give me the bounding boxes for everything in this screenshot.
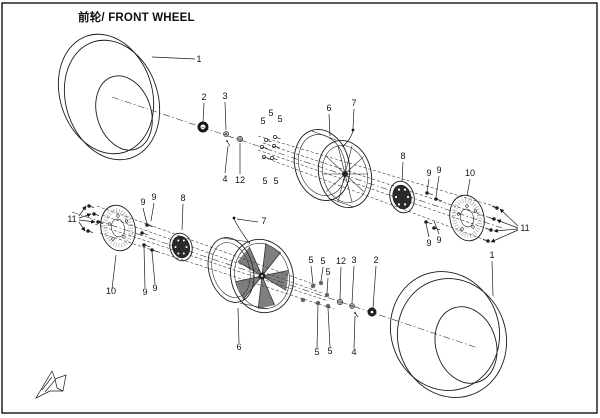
wheel-rim <box>293 128 373 208</box>
callout-9: 9 <box>151 192 156 202</box>
callout-9: 9 <box>426 168 431 178</box>
callout-5: 5 <box>277 114 282 124</box>
disc-bolts <box>482 206 499 243</box>
wheel-rim <box>207 216 294 314</box>
callout-lines <box>151 56 519 297</box>
brake-disc <box>100 204 136 252</box>
bottom-callout-labels: 11 9 9 8 10 9 9 7 5 5 5 12 3 2 6 5 5 4 <box>67 192 378 357</box>
callout-9: 9 <box>140 197 145 207</box>
castle-nut <box>223 131 229 137</box>
tire <box>389 271 508 398</box>
callout-12: 12 <box>235 175 245 185</box>
callout-1: 1 <box>489 250 494 260</box>
rim-spokes <box>235 243 289 309</box>
disc-bolts <box>86 204 104 233</box>
spoke-shading <box>235 243 289 309</box>
callout-9: 9 <box>436 235 441 245</box>
callout-5: 5 <box>262 176 267 186</box>
disc-bolt-holes <box>107 214 129 241</box>
callout-9: 9 <box>436 165 441 175</box>
hub-stud-bolts <box>140 223 159 253</box>
callout-5: 5 <box>273 176 278 186</box>
front-direction-icon <box>35 370 67 399</box>
callout-7: 7 <box>261 216 266 226</box>
callout-4: 4 <box>222 174 227 184</box>
callout-10: 10 <box>465 168 475 178</box>
top-wheel-assembly: 1 2 3 5 5 5 6 7 4 12 5 5 8 9 9 10 9 9 11… <box>57 33 530 297</box>
callout-11: 11 <box>520 223 529 233</box>
valve-stem <box>341 128 355 148</box>
wheel-hub <box>169 232 193 262</box>
washer <box>237 136 243 142</box>
callout-5: 5 <box>308 255 313 265</box>
callout-2: 2 <box>201 92 206 102</box>
callout-5: 5 <box>325 267 330 277</box>
callout-5: 5 <box>320 256 325 266</box>
callout-5: 5 <box>260 116 265 126</box>
callout-5: 5 <box>314 347 319 357</box>
rim-center-cap <box>342 171 348 177</box>
callout-3: 3 <box>222 91 227 101</box>
page-title: 前轮/ FRONT WHEEL <box>78 10 195 24</box>
callout-11: 11 <box>67 214 76 224</box>
callout-12: 12 <box>336 256 346 266</box>
callout-9: 9 <box>426 238 431 248</box>
callout-8: 8 <box>400 151 405 161</box>
callout-lines <box>78 202 377 349</box>
tire <box>57 33 161 161</box>
callout-5: 5 <box>268 108 273 118</box>
callout-6: 6 <box>326 103 331 113</box>
callout-5: 5 <box>327 346 332 356</box>
fasteners <box>86 204 377 318</box>
washer <box>337 299 343 305</box>
bearing-ring <box>197 121 209 133</box>
callout-9: 9 <box>142 287 147 297</box>
callout-9: 9 <box>152 283 157 293</box>
brake-disc <box>449 194 485 242</box>
top-callout-labels: 1 2 3 5 5 5 6 7 4 12 5 5 8 9 9 10 9 9 11… <box>196 54 529 260</box>
callout-10: 10 <box>106 286 116 296</box>
lug-bolts <box>260 135 281 161</box>
callout-3: 3 <box>351 255 356 265</box>
callout-8: 8 <box>180 193 185 203</box>
axle-centerline <box>111 96 503 229</box>
hub-studs <box>394 188 410 206</box>
disc-bolt-holes <box>456 204 478 231</box>
hub-studs <box>174 239 188 255</box>
bolt-axis-lines <box>257 135 498 242</box>
valve-stem <box>232 216 251 245</box>
bottom-wheel-assembly: 11 9 9 8 10 9 9 7 5 5 5 12 3 2 6 5 5 4 <box>67 192 508 398</box>
wheel-hub <box>389 180 415 214</box>
castle-nut <box>349 303 355 309</box>
callout-4: 4 <box>351 347 356 357</box>
callout-2: 2 <box>373 255 378 265</box>
axle-centerline <box>71 211 479 349</box>
callout-6: 6 <box>236 342 241 352</box>
rim-center-hole <box>261 275 263 277</box>
hub-stud-bolts <box>424 191 443 231</box>
knurled-nut <box>367 307 377 317</box>
callout-7: 7 <box>351 98 356 108</box>
fasteners <box>197 121 499 243</box>
cotter-pin <box>226 140 231 147</box>
cotter-pin <box>354 312 359 318</box>
callout-1: 1 <box>196 54 201 64</box>
lug-washers <box>300 280 331 309</box>
rim-spokes <box>322 145 368 203</box>
